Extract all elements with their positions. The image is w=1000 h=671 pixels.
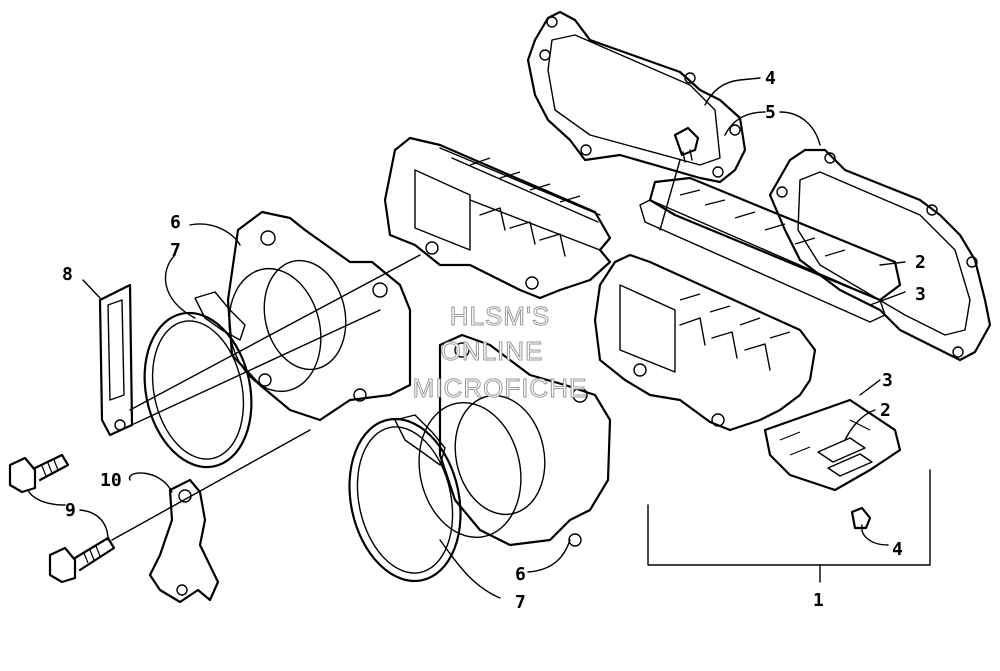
- bolt-upper: [8, 453, 70, 494]
- callout-10: 10: [100, 470, 122, 491]
- intake-boot-upper: [226, 210, 412, 422]
- callout-6-lower: 6: [515, 564, 526, 585]
- gasket-lower: [768, 148, 992, 362]
- reed-plate-upper: [639, 176, 902, 323]
- callout-1: 1: [813, 590, 824, 611]
- clamp-upper: [143, 291, 253, 469]
- watermark: HLSM'S ONLINE MICROFICHE: [412, 301, 588, 404]
- bracket-item-8: [98, 283, 134, 437]
- watermark-line-3: MICROFICHE: [413, 373, 588, 403]
- callout-7-upper: 7: [170, 240, 181, 261]
- screw-lower: [850, 506, 872, 530]
- watermark-line-1: HLSM'S: [450, 301, 551, 331]
- callout-4-upper: 4: [765, 68, 776, 89]
- callout-9: 9: [65, 500, 76, 521]
- intake-boot-lower: [418, 333, 612, 547]
- callout-7-lower: 7: [515, 592, 526, 613]
- callout-2-upper: 2: [915, 252, 926, 273]
- callout-4-lower: 4: [892, 539, 903, 560]
- callout-2-lower: 2: [880, 400, 891, 421]
- callout-5: 5: [765, 102, 776, 123]
- gasket-upper: [526, 10, 747, 184]
- reed-block-upper: [383, 136, 612, 300]
- callout-8: 8: [62, 264, 73, 285]
- callout-6-upper: 6: [170, 212, 181, 233]
- plate-item-10: [148, 478, 220, 604]
- watermark-line-2: ONLINE: [441, 336, 544, 366]
- callout-labels: 1 2 2 3 3 4 4 5 6 6 7 7 8 9 10: [62, 68, 926, 613]
- screw-upper: [673, 126, 700, 163]
- callout-3-upper: 3: [915, 284, 926, 305]
- reed-block-lower: [593, 253, 817, 432]
- clamp-lower: [348, 414, 462, 583]
- bolt-lower: [48, 536, 116, 584]
- callout-3-lower: 3: [882, 370, 893, 391]
- leader-lines: [27, 77, 931, 599]
- reed-plate-lower: [763, 398, 902, 492]
